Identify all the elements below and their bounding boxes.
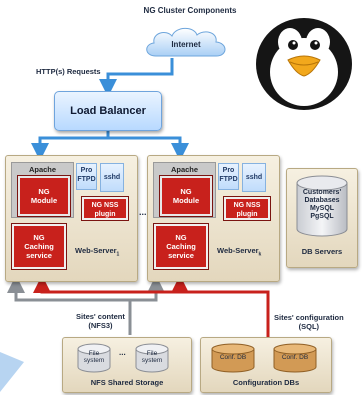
configuration-dbs-panel: Conf. DB Conf. DB Configuration DBs xyxy=(200,337,332,393)
load-balancer-box: Load Balancer xyxy=(54,91,162,131)
lb-to-server1-arrow xyxy=(31,130,110,161)
internet-to-lb-arrow xyxy=(99,58,174,97)
lb-to-serverk-arrow xyxy=(108,136,189,161)
cache-line3: service xyxy=(168,251,194,260)
nss-line1: NG NSS xyxy=(233,202,261,209)
cache-line2: Caching xyxy=(24,242,54,251)
cache-line3: service xyxy=(26,251,52,260)
nss-line2: plugin xyxy=(94,211,116,218)
cache-line2: Caching xyxy=(166,242,196,251)
db-line2: Databases xyxy=(304,197,340,204)
nss-line1: NG NSS xyxy=(91,202,119,209)
requests-label: HTTP(s) Requests xyxy=(36,67,101,76)
configuration-dbs-label: Configuration DBs xyxy=(232,378,300,387)
conf-db-2-label: Conf. DB xyxy=(281,354,309,361)
nfs-to-serverk-arrow xyxy=(130,275,165,302)
nss-line2: plugin xyxy=(236,211,258,218)
linux-penguin-icon xyxy=(256,18,352,110)
sshd-box: sshd xyxy=(100,163,124,192)
web-server-k-subscript: k xyxy=(258,251,262,258)
sites-config-label: Sites' configuration(SQL) xyxy=(274,313,344,331)
db-servers-label: DB Servers xyxy=(301,247,343,256)
config-to-server1-arrow xyxy=(33,275,270,337)
apache-label: Apache xyxy=(170,165,199,174)
apache-label: Apache xyxy=(28,165,57,174)
internet-label: Internet xyxy=(171,40,201,49)
web-server-1-label: Web-Server1 xyxy=(75,246,120,258)
database-cylinder-icon xyxy=(296,175,348,237)
servers-ellipsis: ... xyxy=(139,207,147,217)
db-line3: MySQL xyxy=(309,205,335,212)
load-balancer-label: Load Balancer xyxy=(70,105,146,117)
db-servers-panel: Customers' Databases MySQL PgSQL DB Serv… xyxy=(286,168,358,268)
diagram-title: NG Cluster Components xyxy=(143,6,237,15)
ng-module-line2: Module xyxy=(30,196,58,205)
conf-db-disk-icon xyxy=(211,343,255,373)
proftpd-line2: FTPD xyxy=(219,176,238,183)
internet-cloud-icon xyxy=(146,27,226,57)
proftpd-line1: Pro xyxy=(222,167,235,174)
conf-db-1-label: Conf. DB xyxy=(219,354,247,361)
nfs-to-server1-arrow xyxy=(7,275,132,335)
web-server-k-label: Web-Serverk xyxy=(217,246,262,258)
proftpd-line1: Pro xyxy=(80,167,93,174)
db-line1: Customers' xyxy=(302,189,342,196)
filesystem-disk-icon xyxy=(77,343,111,373)
ng-nss-plugin-box: NG NSS plugin xyxy=(82,197,128,220)
ng-module-line1: NG xyxy=(180,187,192,196)
nfs-label: NFS Shared Storage xyxy=(90,378,164,387)
cache-line1: NG xyxy=(175,233,187,242)
sshd-box: sshd xyxy=(242,163,266,192)
db-line4: PgSQL xyxy=(310,213,334,220)
conf-db-disk-icon xyxy=(273,343,317,373)
proftpd-line2: FTPD xyxy=(77,176,96,183)
web-server-1-subscript: 1 xyxy=(116,251,120,258)
filesystem-disk-icon xyxy=(135,343,169,373)
ng-module-line2: Module xyxy=(172,196,200,205)
nfs-ellipsis: ... xyxy=(119,348,126,357)
ng-nss-plugin-box: NG NSS plugin xyxy=(224,197,270,220)
cache-line1: NG xyxy=(33,233,45,242)
sites-content-label: Sites' content(NFS3) xyxy=(76,312,125,330)
db-servers-text: Customers' Databases MySQL PgSQL xyxy=(295,189,349,221)
ng-module-line1: NG xyxy=(38,187,50,196)
